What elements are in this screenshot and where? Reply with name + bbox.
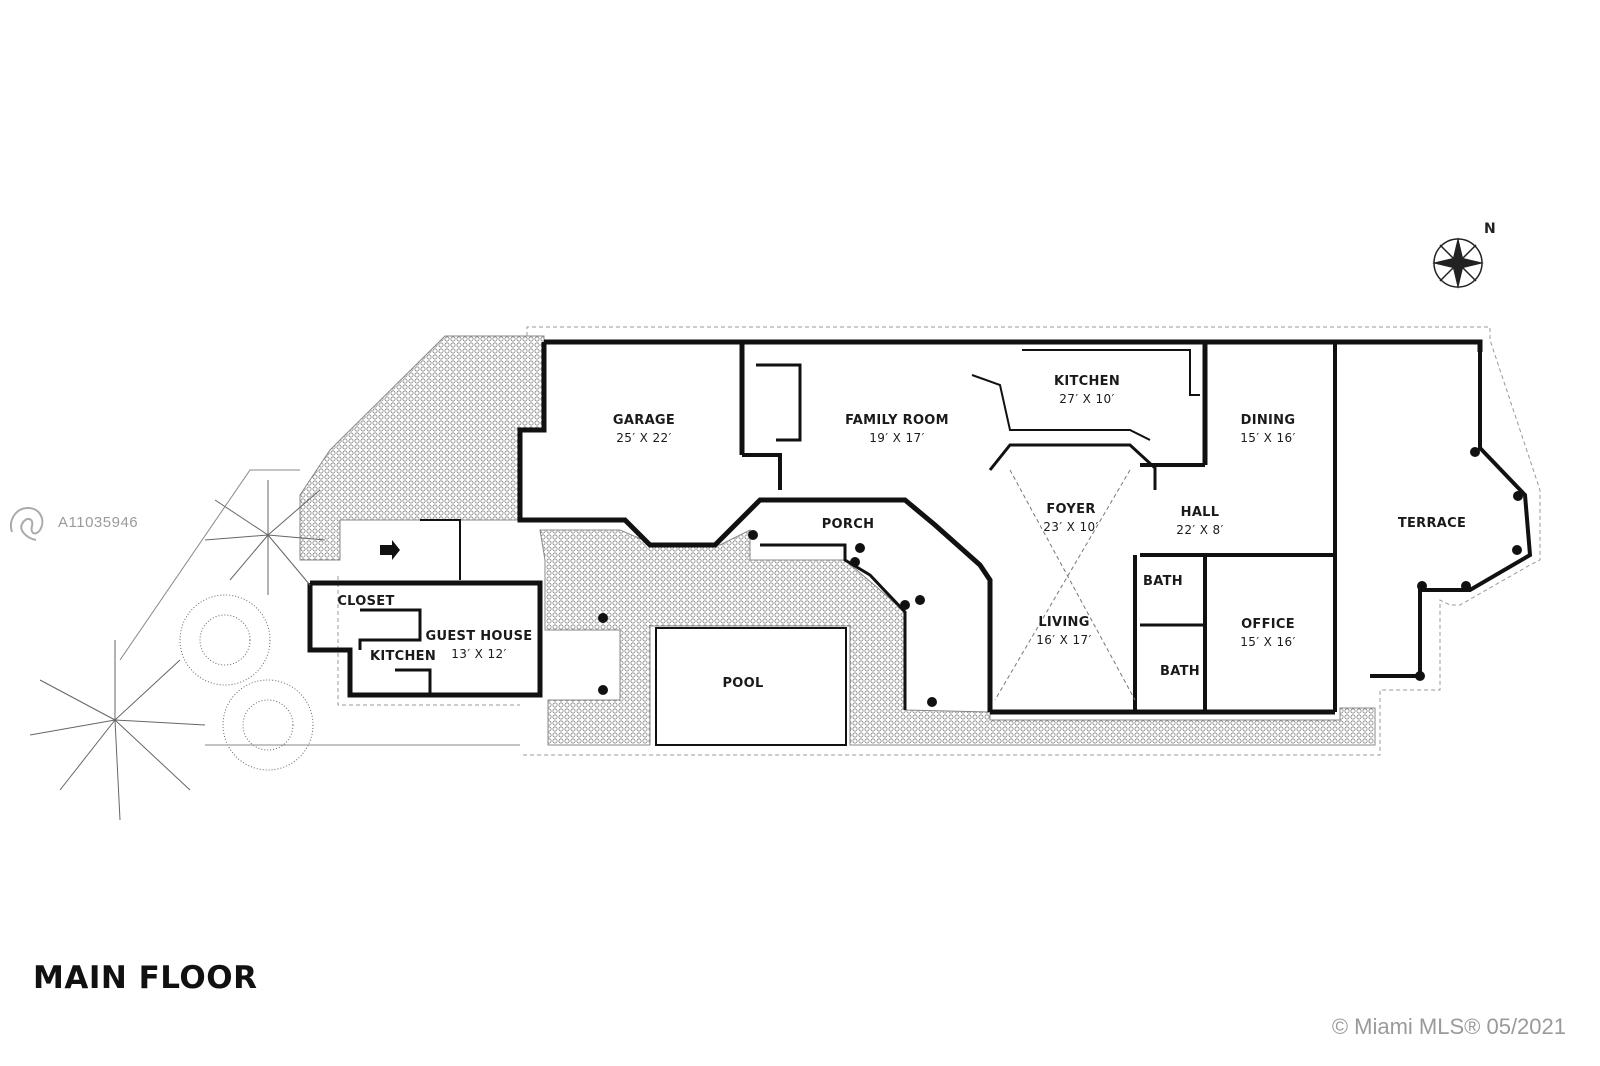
property-outline bbox=[337, 326, 1541, 756]
room-labels: GARAGE 25′ X 22′ FAMILY ROOM 19′ X 17′ K… bbox=[337, 374, 1466, 691]
walls bbox=[307, 339, 1533, 746]
room-size: 23′ X 10′ bbox=[1043, 520, 1098, 534]
room-label: FAMILY ROOM bbox=[845, 413, 949, 428]
room-size: 15′ X 16′ bbox=[1240, 635, 1295, 649]
room-label: OFFICE bbox=[1241, 617, 1295, 632]
room-label: GUEST HOUSE bbox=[426, 629, 533, 644]
room-label: PORCH bbox=[822, 517, 875, 532]
tree-icon bbox=[222, 679, 314, 771]
room-size: 13′ X 12′ bbox=[451, 647, 506, 661]
room-label: LIVING bbox=[1038, 615, 1089, 630]
entry-arrow-icon bbox=[380, 540, 400, 560]
compass-icon: N bbox=[1432, 221, 1496, 289]
tree-icon bbox=[179, 594, 271, 686]
room-size: 16′ X 17′ bbox=[1036, 633, 1091, 647]
paved-areas bbox=[299, 335, 1376, 746]
compass-north-label: N bbox=[1484, 221, 1496, 237]
room-label: KITCHEN bbox=[1054, 374, 1120, 389]
room-label: FOYER bbox=[1046, 502, 1095, 517]
room-label: KITCHEN bbox=[370, 649, 436, 664]
mls-id-watermark: A11035946 bbox=[58, 514, 139, 531]
room-size: 15′ X 16′ bbox=[1240, 431, 1295, 445]
columns bbox=[598, 447, 1523, 707]
room-label: DINING bbox=[1241, 413, 1296, 428]
open-to-above-lines bbox=[994, 469, 1136, 701]
trees bbox=[29, 469, 520, 821]
room-label: CLOSET bbox=[337, 594, 394, 609]
mls-watermark-logo bbox=[10, 506, 44, 541]
room-label: HALL bbox=[1181, 505, 1220, 520]
room-size: 27′ X 10′ bbox=[1059, 392, 1114, 406]
room-size: 25′ X 22′ bbox=[616, 431, 671, 445]
tree-icon bbox=[204, 480, 326, 595]
room-label: BATH bbox=[1143, 574, 1183, 589]
floor-title: MAIN FLOOR bbox=[33, 960, 258, 996]
room-size: 19′ X 17′ bbox=[869, 431, 924, 445]
copyright-watermark: © Miami MLS® 05/2021 bbox=[1331, 1014, 1566, 1039]
room-size: 22′ X 8′ bbox=[1176, 523, 1223, 537]
tree-icon bbox=[29, 640, 206, 821]
room-label: POOL bbox=[722, 676, 763, 691]
room-label: GARAGE bbox=[613, 413, 675, 428]
room-label: BATH bbox=[1160, 664, 1200, 679]
room-label: TERRACE bbox=[1398, 516, 1466, 531]
